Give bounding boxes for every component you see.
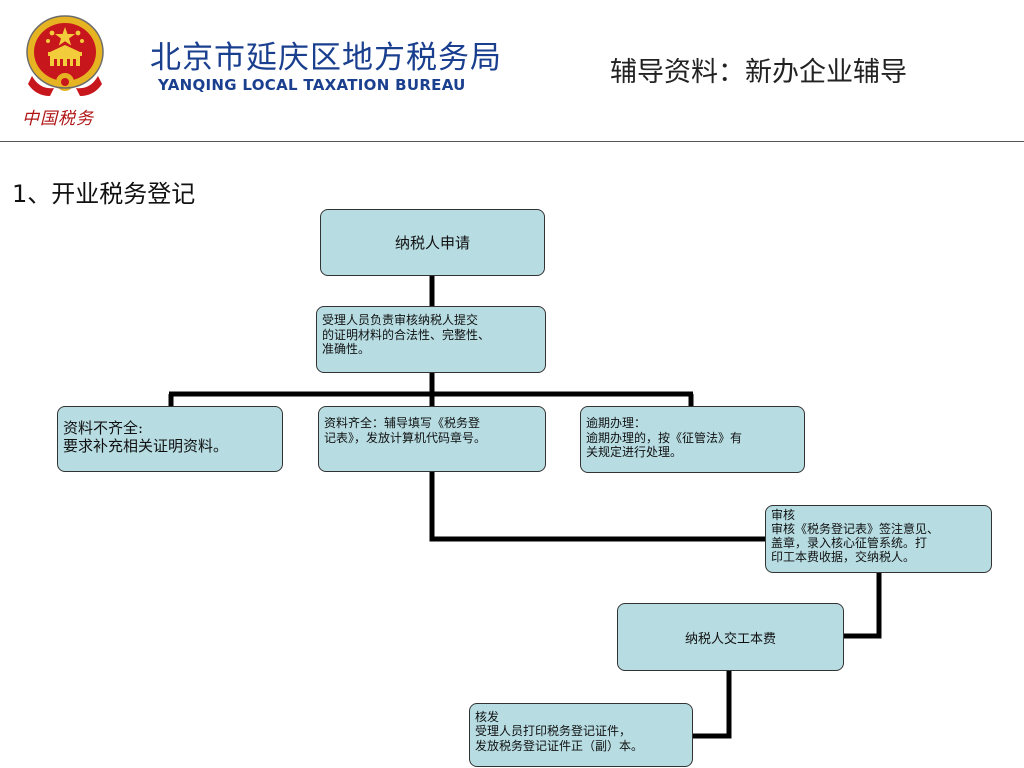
node-pay-fee-label: 纳税人交工本费 bbox=[684, 631, 776, 647]
node-issue-certificate: 核发 受理人员打印税务登记证件， 发放税务登记证件正（副）本。 bbox=[469, 703, 693, 767]
node-review-materials-label: 受理人员负责审核纳税人提交 的证明材料的合法性、完整性、 准确性。 bbox=[322, 313, 491, 357]
node-pay-fee: 纳税人交工本费 bbox=[617, 603, 844, 671]
connector-audit-payfee bbox=[843, 572, 882, 639]
node-taxpayer-apply: 纳税人申请 bbox=[320, 209, 545, 276]
node-materials-complete: 资料齐全：辅导填写《税务登 记表》，发放计算机代码章号。 bbox=[318, 406, 546, 472]
node-audit-label: 审核 审核《税务登记表》签注意见、 盖章，录入核心征管系统。打 印工本费收据，交… bbox=[771, 508, 940, 565]
connector-complete-audit bbox=[429, 472, 767, 542]
brand-calligraphy: 中国税务 bbox=[22, 109, 94, 129]
node-review-materials: 受理人员负责审核纳税人提交 的证明材料的合法性、完整性、 准确性。 bbox=[316, 306, 546, 373]
national-emblem-icon bbox=[26, 15, 104, 96]
node-audit: 审核 审核《税务登记表》签注意见、 盖章，录入核心征管系统。打 印工本费收据，交… bbox=[765, 505, 992, 573]
node-issue-certificate-label: 核发 受理人员打印税务登记证件， 发放税务登记证件正（副）本。 bbox=[475, 710, 644, 753]
node-overdue: 逾期办理： 逾期办理的，按《征管法》有 关规定进行处理。 bbox=[580, 406, 805, 473]
node-materials-complete-label: 资料齐全：辅导填写《税务登 记表》，发放计算机代码章号。 bbox=[324, 416, 487, 445]
header-divider bbox=[0, 141, 1024, 142]
document-title: 辅导资料：新办企业辅导 bbox=[610, 57, 907, 88]
node-taxpayer-apply-label: 纳税人申请 bbox=[394, 234, 470, 252]
bureau-name-en: YANQING LOCAL TAXATION BUREAU bbox=[158, 76, 466, 94]
node-materials-incomplete-label: 资料不齐全: 要求补充相关证明资料。 bbox=[63, 419, 229, 456]
node-materials-incomplete: 资料不齐全: 要求补充相关证明资料。 bbox=[57, 406, 283, 472]
bureau-name-cn: 北京市延庆区地方税务局 bbox=[150, 40, 502, 76]
connector-payfee-issue bbox=[692, 670, 732, 739]
node-overdue-label: 逾期办理： 逾期办理的，按《征管法》有 关规定进行处理。 bbox=[586, 416, 743, 460]
section-heading: 1、开业税务登记 bbox=[12, 180, 196, 208]
